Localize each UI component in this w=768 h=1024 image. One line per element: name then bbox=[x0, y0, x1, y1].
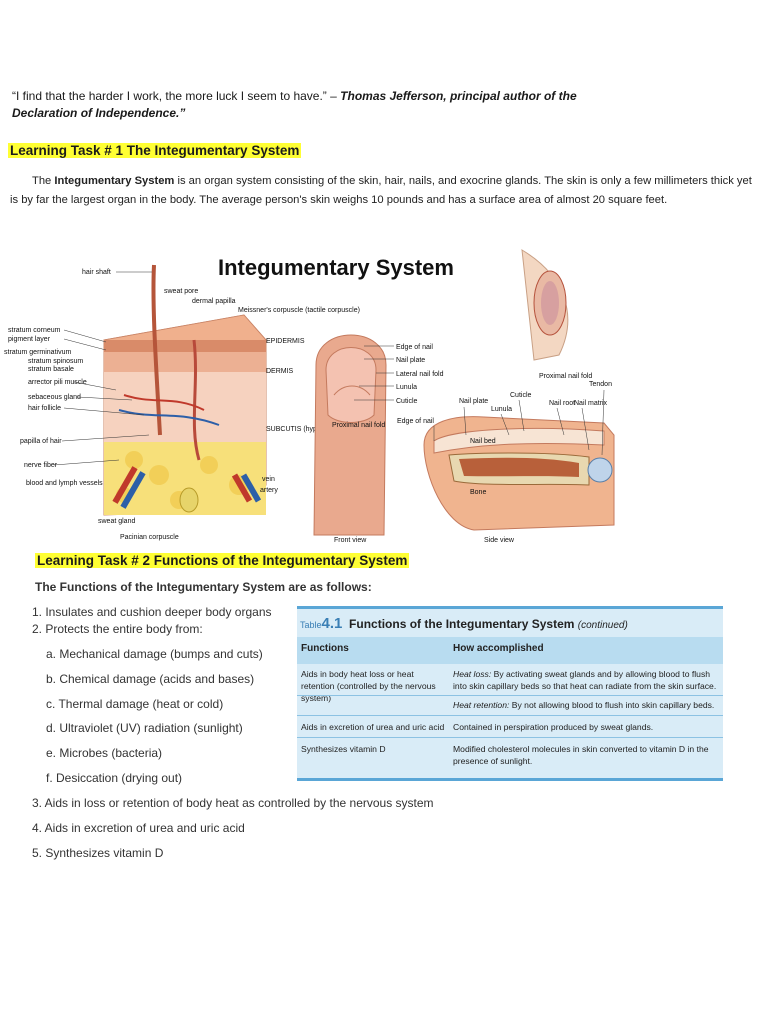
label-nail-plate-side: Nail plate bbox=[459, 398, 488, 405]
table-continued: (continued) bbox=[577, 620, 628, 631]
label-dermis: DERMIS bbox=[266, 368, 294, 375]
label-tendon: Tendon bbox=[589, 381, 612, 388]
label-edge-of-nail-side: Edge of nail bbox=[397, 418, 434, 425]
table-row-2-function: Aids in excretion of urea and uric acid bbox=[301, 722, 445, 732]
heat-loss-lead: Heat loss: bbox=[453, 669, 492, 679]
nail-side-labels: Cuticle Proximal nail fold Tendon Nail p… bbox=[397, 373, 612, 544]
table-rule bbox=[297, 715, 723, 716]
list-item: b. Chemical damage (acids and bases) bbox=[46, 672, 255, 686]
label-lunula-side: Lunula bbox=[491, 406, 512, 413]
header-functions: Functions bbox=[301, 643, 349, 654]
label-stratum-spinosum: stratum spinosum bbox=[28, 358, 83, 365]
heat-retention-lead: Heat retention: bbox=[453, 700, 510, 710]
label-bone: Bone bbox=[470, 489, 486, 496]
table-row-1-function: Aids in body heat loss or heat retention… bbox=[301, 669, 436, 703]
quote: “I find that the harder I work, the more… bbox=[12, 88, 612, 122]
label-nail-matrix: Nail matrix bbox=[574, 400, 608, 407]
functions-table: Table4.1 Functions of the Integumentary … bbox=[297, 606, 723, 781]
label-proximal-nail-fold-front: Proximal nail fold bbox=[332, 422, 385, 429]
label-pigment-layer: pigment layer bbox=[8, 336, 51, 343]
task2-heading-text: Learning Task # 2 Functions of the Integ… bbox=[35, 553, 410, 568]
heat-retention-text: By not allowing blood to flush into skin… bbox=[509, 700, 715, 710]
integumentary-figure: Integumentary System hair shaft sweat po… bbox=[4, 249, 615, 544]
task1-heading-text: Learning Task # 1 The Integumentary Syst… bbox=[8, 143, 302, 158]
header-how-accomplished: How accomplished bbox=[453, 643, 544, 654]
heat-loss-text: By activating sweat glands and by allowi… bbox=[453, 669, 717, 691]
list-item: e. Microbes (bacteria) bbox=[46, 746, 163, 760]
list-item: 5. Synthesizes vitamin D bbox=[32, 846, 164, 860]
task2-heading: Learning Task # 2 Functions of the Integ… bbox=[35, 553, 410, 568]
table-rule bbox=[297, 737, 723, 738]
figure-title: Integumentary System bbox=[218, 255, 454, 280]
label-edge-of-nail-front: Edge of nail bbox=[396, 344, 433, 351]
label-stratum-germinativum: stratum germinativum bbox=[4, 349, 71, 356]
table-row-2-how: Contained in perspiration produced by sw… bbox=[453, 722, 654, 732]
label-hair-follicle: hair follicle bbox=[28, 405, 61, 412]
label-cuticle-side: Cuticle bbox=[510, 392, 532, 399]
intro-pre: The bbox=[32, 175, 55, 187]
label-nail-plate-front: Nail plate bbox=[396, 357, 425, 364]
table-row-1-how-2: Heat retention: By not allowing blood to… bbox=[453, 699, 719, 711]
label-arrector-pili: arrector pili muscle bbox=[28, 379, 87, 386]
intro-paragraph: The Integumentary System is an organ sys… bbox=[10, 172, 762, 210]
table-title-text: Functions of the Integumentary System bbox=[349, 617, 575, 631]
list-item: a. Mechanical damage (bumps and cuts) bbox=[46, 647, 263, 661]
label-epidermis: EPIDERMIS bbox=[266, 338, 305, 345]
task1-heading: Learning Task # 1 The Integumentary Syst… bbox=[8, 143, 302, 158]
list-item: f. Desiccation (drying out) bbox=[46, 771, 183, 785]
label-papilla-of-hair: papilla of hair bbox=[20, 438, 62, 445]
nail-side-view bbox=[423, 416, 615, 531]
label-nail-root: Nail root bbox=[549, 400, 575, 407]
list-item: 4. Aids in excretion of urea and uric ac… bbox=[32, 821, 245, 835]
label-sweat-pore: sweat pore bbox=[164, 288, 198, 295]
label-blood-lymph: blood and lymph vessels bbox=[26, 480, 103, 487]
skin-cross-section bbox=[103, 264, 267, 516]
nail-front-labels: Edge of nail Nail plate Lateral nail fol… bbox=[332, 344, 444, 544]
quote-attribution: Thomas Jefferson, principal author of th… bbox=[12, 89, 577, 120]
table-label: Table bbox=[300, 620, 322, 630]
label-proximal-nail-fold-side: Proximal nail fold bbox=[539, 373, 592, 380]
list-item: d. Ultraviolet (UV) radiation (sunlight) bbox=[46, 721, 243, 735]
label-cuticle-front: Cuticle bbox=[396, 398, 418, 405]
table-row-3-function: Synthesizes vitamin D bbox=[301, 744, 386, 754]
label-stratum-basale: stratum basale bbox=[28, 366, 74, 373]
label-artery: artery bbox=[260, 487, 278, 494]
label-stratum-corneum: stratum corneum bbox=[8, 327, 61, 334]
label-sebaceous-gland: sebaceous gland bbox=[28, 394, 81, 401]
label-nerve-fiber: nerve fiber bbox=[24, 462, 58, 469]
label-dermal-papilla: dermal papilla bbox=[192, 298, 236, 305]
quote-text: “I find that the harder I work, the more… bbox=[12, 89, 341, 103]
list-item: c. Thermal damage (heat or cold) bbox=[46, 697, 224, 711]
inset-diagram bbox=[521, 249, 569, 361]
label-sweat-gland: sweat gland bbox=[98, 518, 135, 525]
label-lunula-front: Lunula bbox=[396, 384, 417, 391]
list-item: 2. Protects the entire body from: bbox=[32, 622, 203, 636]
table-title: Table4.1 Functions of the Integumentary … bbox=[300, 615, 628, 632]
table-header-row: Functions How accomplished bbox=[297, 637, 723, 664]
label-lateral-nail-fold: Lateral nail fold bbox=[396, 371, 444, 378]
intro-bold: Integumentary System bbox=[54, 175, 175, 187]
table-number: 4.1 bbox=[321, 615, 343, 632]
label-side-view: Side view bbox=[484, 537, 515, 544]
label-nail-bed: Nail bed bbox=[470, 438, 496, 445]
label-meissners: Meissner's corpuscle (tactile corpuscle) bbox=[238, 307, 360, 314]
finger-front-view bbox=[313, 334, 387, 536]
label-vein: vein bbox=[262, 476, 275, 483]
intro-post: is an organ system consisting of the ski… bbox=[10, 175, 752, 206]
label-subcutis: SUBCUTIS (hypodermis) bbox=[266, 426, 344, 433]
table-rule bbox=[297, 695, 723, 696]
label-front-view: Front view bbox=[334, 537, 367, 544]
functions-subheading: The Functions of the Integumentary Syste… bbox=[35, 580, 372, 594]
skin-labels: hair shaft sweat pore dermal papilla Mei… bbox=[4, 269, 360, 541]
list-item: 3. Aids in loss or retention of body hea… bbox=[32, 796, 434, 810]
label-pacinian: Pacinian corpuscle bbox=[120, 534, 179, 541]
label-hair-shaft: hair shaft bbox=[82, 269, 111, 276]
list-item: 1. Insulates and cushion deeper body org… bbox=[32, 605, 272, 619]
table-row-3-how: Modified cholesterol molecules in skin c… bbox=[453, 744, 709, 766]
table-row-1-how: Heat loss: By activating sweat glands an… bbox=[453, 668, 719, 692]
